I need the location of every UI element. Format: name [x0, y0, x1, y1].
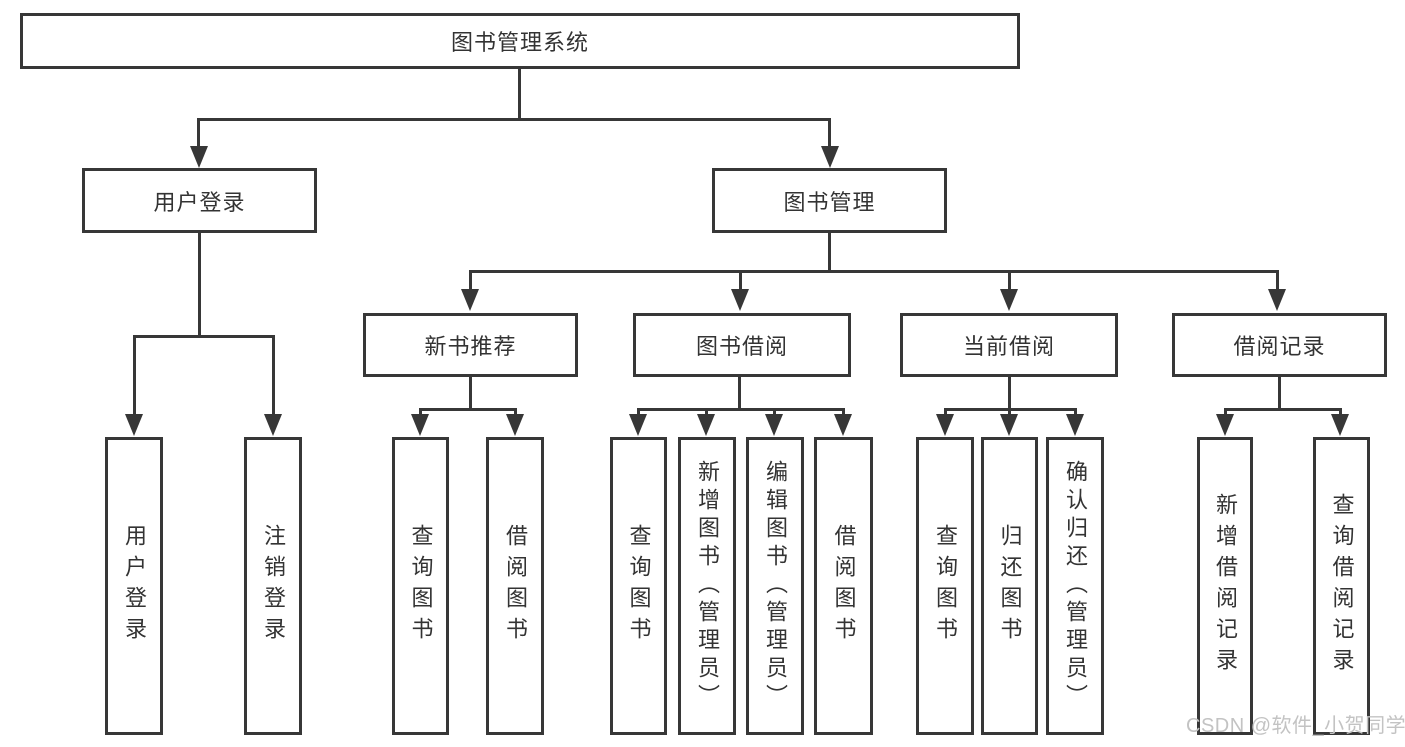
leaf-label: 注销登录: [261, 524, 286, 648]
node-user-login: 用户登录: [82, 168, 317, 233]
leaf-label: 确认归还（管理员）: [1063, 460, 1088, 712]
connector-line: [198, 233, 201, 338]
leaf-nb-query-books: 查询图书: [392, 437, 449, 735]
connector-line: [1008, 377, 1011, 411]
leaf-br-query-borrow-record: 查询借阅记录: [1313, 437, 1370, 735]
leaf-cb-return-books: 归还图书: [981, 437, 1038, 735]
leaf-label: 新增图书（管理员）: [695, 460, 720, 712]
leaf-bb-borrow-books: 借阅图书: [814, 437, 873, 735]
arrow-down-icon: [1268, 289, 1286, 311]
leaf-label: 用户登录: [122, 524, 147, 648]
leaf-bb-add-books-admin: 新增图书（管理员）: [678, 437, 736, 735]
arrow-down-icon: [190, 146, 208, 168]
csdn-watermark: CSDN @软件_小贺同学: [1186, 715, 1405, 737]
connector-line: [1008, 270, 1011, 292]
connector-line: [133, 335, 136, 417]
connector-line: [1074, 408, 1077, 418]
connector-line: [1276, 270, 1279, 292]
arrow-down-icon: [697, 414, 715, 436]
arrow-down-icon: [461, 289, 479, 311]
connector-line: [739, 270, 742, 292]
connector-line: [197, 118, 831, 121]
node-label: 新书推荐: [424, 334, 517, 359]
leaf-label: 新增借阅记录: [1213, 493, 1238, 679]
leaf-label: 编辑图书（管理员）: [763, 460, 788, 712]
leaf-label: 查询图书: [408, 524, 434, 648]
leaf-label: 借阅图书: [503, 524, 528, 648]
arrow-down-icon: [1000, 414, 1018, 436]
leaf-label: 查询图书: [933, 524, 958, 648]
leaf-br-add-borrow-record: 新增借阅记录: [1197, 437, 1253, 735]
node-book-borrowing: 图书借阅: [633, 313, 851, 377]
node-label: 借阅记录: [1233, 334, 1326, 359]
leaf-cb-query-books: 查询图书: [916, 437, 974, 735]
node-label: 图书管理系统: [450, 30, 589, 55]
arrow-down-icon: [264, 414, 282, 436]
connector-line: [1339, 408, 1342, 418]
connector-line: [469, 377, 472, 411]
node-label: 用户登录: [153, 189, 246, 215]
connector-line: [738, 377, 741, 411]
connector-line: [419, 408, 517, 411]
arrow-down-icon: [1066, 414, 1084, 436]
leaf-bb-edit-books-admin: 编辑图书（管理员）: [746, 437, 804, 735]
connector-line: [419, 408, 422, 418]
connector-line: [518, 69, 521, 120]
node-label: 图书借阅: [695, 334, 788, 359]
connector-line: [637, 408, 640, 418]
connector-line: [828, 233, 831, 273]
arrow-down-icon: [731, 289, 749, 311]
arrow-down-icon: [411, 414, 429, 436]
node-library-management-system: 图书管理系统: [20, 13, 1020, 69]
leaf-label: 查询图书: [626, 524, 652, 648]
leaf-bb-query-books: 查询图书: [610, 437, 667, 735]
connector-line: [637, 408, 844, 411]
leaf-label: 归还图书: [997, 524, 1023, 648]
leaf-cb-confirm-return-admin: 确认归还（管理员）: [1046, 437, 1104, 735]
node-book-management: 图书管理: [712, 168, 947, 233]
connector-line: [272, 335, 275, 417]
node-current-borrowing: 当前借阅: [900, 313, 1118, 377]
node-label: 图书管理: [783, 189, 876, 215]
arrow-down-icon: [936, 414, 954, 436]
leaf-logout: 注销登录: [244, 437, 302, 735]
connector-line: [197, 118, 200, 150]
connector-line: [469, 270, 1279, 273]
connector-line: [514, 408, 517, 418]
connector-line: [842, 408, 845, 418]
arrow-down-icon: [1000, 289, 1018, 311]
connector-line: [1224, 408, 1227, 418]
arrow-down-icon: [1331, 414, 1349, 436]
arrow-down-icon: [125, 414, 143, 436]
node-borrowing-records: 借阅记录: [1172, 313, 1387, 377]
connector-line: [1224, 408, 1342, 411]
leaf-user-login: 用户登录: [105, 437, 163, 735]
node-new-book-recommendation: 新书推荐: [363, 313, 578, 377]
leaf-nb-borrow-books: 借阅图书: [486, 437, 544, 735]
node-label: 当前借阅: [962, 334, 1055, 359]
connector-line: [705, 408, 708, 418]
leaf-label: 查询借阅记录: [1329, 493, 1355, 679]
arrow-down-icon: [821, 146, 839, 168]
connector-line: [773, 408, 776, 418]
connector-line: [1008, 408, 1011, 418]
arrow-down-icon: [1216, 414, 1234, 436]
arrow-down-icon: [834, 414, 852, 436]
connector-line: [1278, 377, 1281, 411]
connector-line: [133, 335, 275, 338]
arrow-down-icon: [506, 414, 524, 436]
arrow-down-icon: [765, 414, 783, 436]
connector-line: [944, 408, 947, 418]
connector-line: [828, 118, 831, 150]
connector-line: [469, 270, 472, 292]
arrow-down-icon: [629, 414, 647, 436]
leaf-label: 借阅图书: [831, 524, 857, 648]
